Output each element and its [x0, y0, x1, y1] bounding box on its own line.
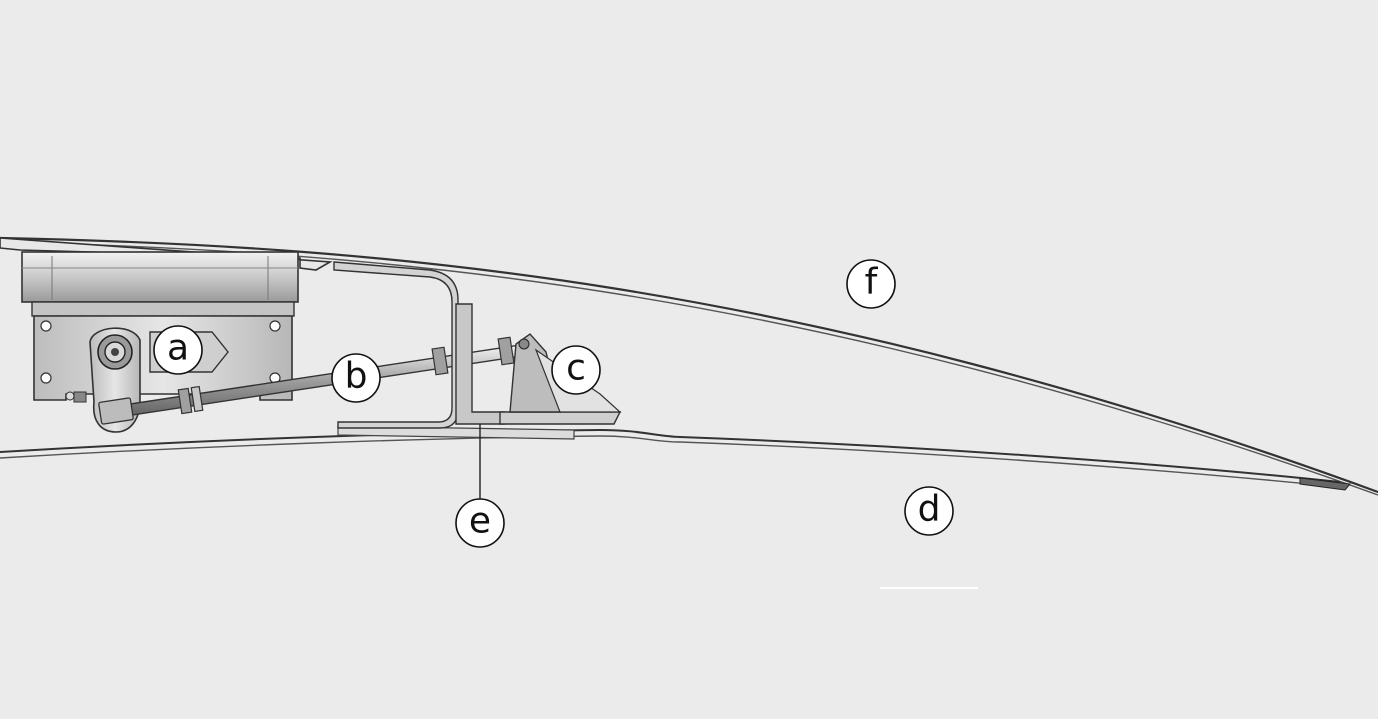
label-f-text: f — [865, 262, 879, 303]
actuator-housing — [0, 237, 333, 403]
label-a-text: a — [167, 328, 189, 369]
label-c: c — [551, 345, 601, 395]
label-d: d — [904, 486, 954, 536]
label-b: b — [331, 353, 381, 403]
label-d-text: d — [918, 489, 941, 530]
label-e: e — [455, 498, 505, 548]
lower-skin — [0, 428, 1351, 491]
channel-frame — [333, 261, 505, 500]
push-rod — [98, 336, 523, 425]
label-e-text: e — [469, 501, 491, 542]
label-b-text: b — [345, 356, 368, 397]
upper-skin — [0, 236, 1378, 496]
label-f: f — [846, 259, 896, 309]
label-c-text: c — [566, 348, 586, 389]
doubler-plate — [337, 425, 575, 440]
label-a: a — [153, 325, 203, 375]
